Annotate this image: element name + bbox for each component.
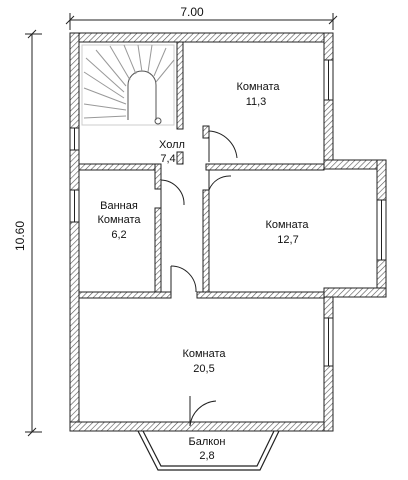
windows <box>69 59 387 367</box>
bathroom-name-line1: Ванная <box>100 200 138 212</box>
hall-name: Холл <box>159 139 185 151</box>
balcony-outline <box>137 430 280 471</box>
height-dimension <box>25 29 42 437</box>
room-bottom-name: Комната <box>182 348 226 360</box>
width-dimension <box>65 13 338 30</box>
balcony-name: Балкон <box>189 436 226 448</box>
room-middle-right-name: Комната <box>265 219 309 231</box>
room-middle-right-area: 12,7 <box>277 234 298 246</box>
room-top-right-area: 11,3 <box>246 96 267 108</box>
balcony-area: 2,8 <box>199 450 214 462</box>
room-top-right-name: Комната <box>236 81 280 93</box>
room-bottom-area: 20,5 <box>193 363 214 375</box>
interior-walls <box>78 41 325 299</box>
width-dimension-label: 7.00 <box>180 5 204 19</box>
staircase <box>81 44 175 126</box>
hall-area: 7,4 <box>160 153 175 165</box>
height-dimension-label: 10.60 <box>13 221 27 251</box>
doors <box>160 130 238 427</box>
bathroom-area: 6,2 <box>111 229 126 241</box>
bathroom-name-line2: Комната <box>97 214 141 226</box>
